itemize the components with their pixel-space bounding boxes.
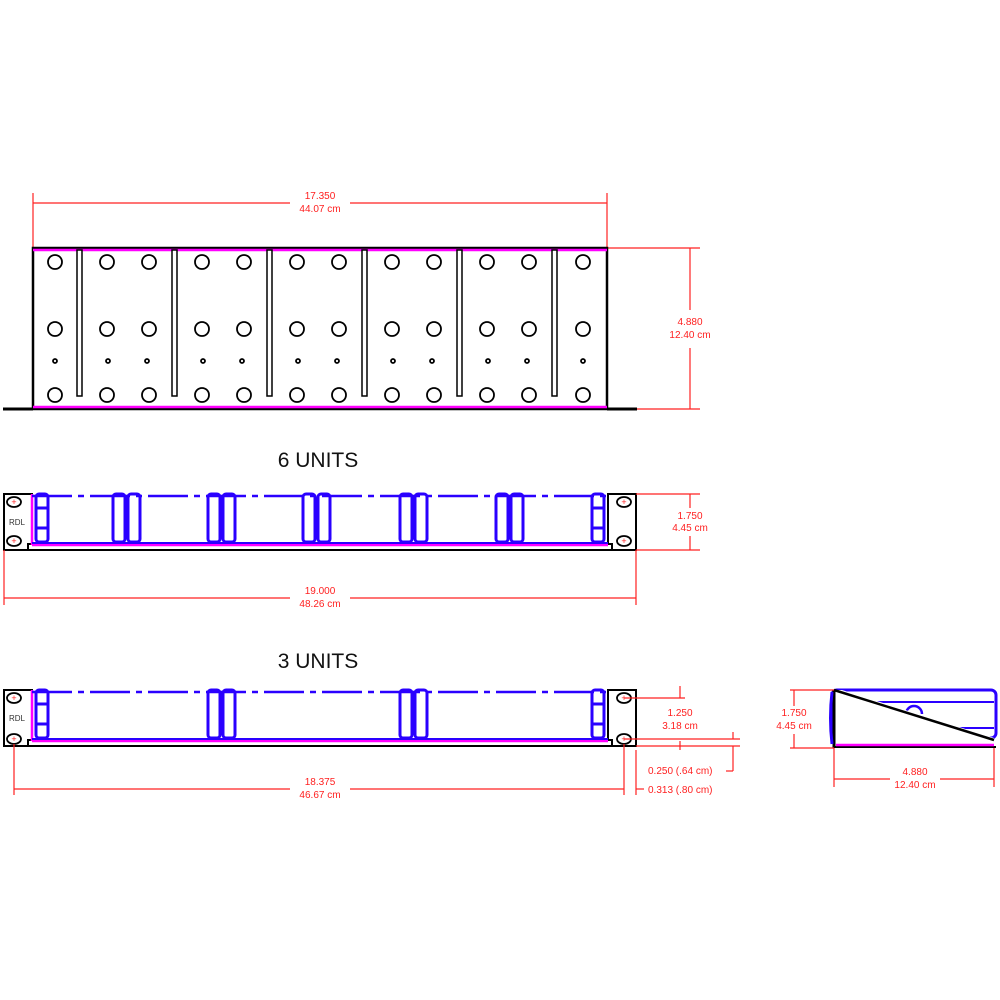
side-height-inches: 1.750 <box>781 708 806 719</box>
six-units-title: 6 UNITS <box>278 449 359 472</box>
side-depth-cm: 12.40 cm <box>894 780 935 791</box>
three-units-hole-offset-horizontal: 0.313 (.80 cm) <box>648 785 712 796</box>
module-brackets-3u <box>34 688 606 740</box>
six-units-height-inches: 1.750 <box>677 511 702 522</box>
top-width-inches: 17.350 <box>305 191 336 202</box>
three-units-brand-label: RDL <box>9 714 26 723</box>
svg-text:+: + <box>11 536 16 546</box>
side-height-cm: 4.45 cm <box>776 721 812 732</box>
side-depth-inches: 4.880 <box>902 767 927 778</box>
top-depth-dimension: 4.880 12.40 cm <box>607 247 711 410</box>
six-units-front-view: 6 UNITS + + RDL + + <box>3 449 708 610</box>
top-chassis <box>3 246 637 411</box>
top-width-cm: 44.07 cm <box>299 204 340 215</box>
svg-text:+: + <box>11 693 16 703</box>
svg-text:+: + <box>621 497 626 507</box>
svg-text:+: + <box>11 734 16 744</box>
top-depth-inches: 4.880 <box>677 317 702 328</box>
top-width-dimension: 17.350 44.07 cm <box>32 191 608 248</box>
three-units-hole-spacing-cm: 3.18 cm <box>662 721 698 732</box>
three-units-front-view: 3 UNITS + + RDL + + 1.250 3.18 cm <box>3 650 740 801</box>
top-depth-cm: 12.40 cm <box>669 330 710 341</box>
three-units-hole-spacing-inches: 1.250 <box>667 708 692 719</box>
six-units-brand-label: RDL <box>9 518 26 527</box>
top-view: 17.350 44.07 cm 4.880 12.40 cm <box>3 191 711 411</box>
six-units-height-cm: 4.45 cm <box>672 523 708 534</box>
svg-text:+: + <box>11 497 16 507</box>
six-units-width-inches: 19.000 <box>305 586 336 597</box>
three-units-hole-offset-vertical: 0.250 (.64 cm) <box>648 766 712 777</box>
three-units-width-cm: 46.67 cm <box>299 790 340 801</box>
three-units-title: 3 UNITS <box>278 650 359 673</box>
six-units-width-cm: 48.26 cm <box>299 599 340 610</box>
module-brackets <box>34 492 606 544</box>
mounting-holes <box>47 254 591 403</box>
side-view: 1.750 4.45 cm 4.880 12.40 cm <box>776 688 998 791</box>
svg-text:+: + <box>621 536 626 546</box>
three-units-width-inches: 18.375 <box>305 777 336 788</box>
